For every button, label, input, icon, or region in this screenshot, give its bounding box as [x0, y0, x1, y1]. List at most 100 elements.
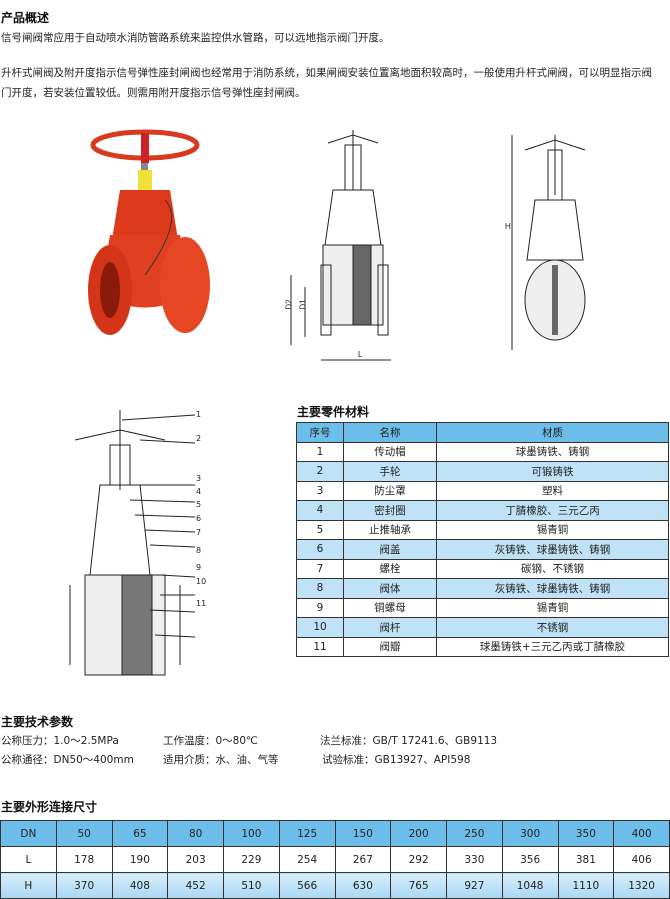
table-cell: 630	[334, 872, 392, 899]
label-h: H	[505, 222, 511, 231]
tech-param: 工作温度：0～80℃	[163, 735, 258, 747]
table-cell: 传动帽	[343, 441, 437, 462]
table-cell: 80	[167, 820, 224, 847]
table-cell: 5	[296, 519, 344, 540]
valve-section-drawing-front	[290, 130, 391, 361]
table-cell: 50	[55, 820, 113, 847]
table-cell: 阀盖	[343, 539, 437, 560]
table-cell: 566	[278, 872, 336, 899]
label-l: L	[358, 350, 363, 359]
table-cell: 球墨铸铁+三元乙丙或丁腈橡胶	[436, 636, 669, 657]
valve-exploded-drawing	[69, 410, 196, 676]
dims-title: 主要外形连接尺寸	[1, 800, 98, 814]
tech-param: 适用介质：水、油、气等	[163, 754, 279, 766]
overview-paragraph-1: 信号闸阀常应用于自动喷水消防管路系统来监控供水管路，可以远地指示阀门开度。	[1, 32, 390, 44]
table-cell: 碳钢、不锈钢	[436, 558, 669, 579]
table-cell: 密封圈	[343, 500, 437, 521]
table-cell: 1	[296, 441, 344, 462]
label-d2: D2	[284, 299, 294, 310]
table-cell: 阀杆	[343, 617, 437, 638]
table-cell: 406	[613, 846, 670, 873]
table-cell: 止推轴承	[343, 519, 437, 540]
table-header-row: 序号名称材质	[296, 422, 669, 443]
table-cell: 11	[296, 636, 344, 657]
table-cell: 150	[334, 820, 392, 847]
tech-param: 公称压力：1.0～2.5MPa	[1, 735, 119, 747]
valve-section-drawing-side	[511, 135, 586, 350]
table-cell: 100	[223, 820, 280, 847]
table-cell: DN	[0, 820, 57, 847]
table-cell: 350	[557, 820, 615, 847]
valve-photo	[88, 129, 210, 335]
table-cell: 927	[446, 872, 503, 899]
table-cell: 2	[296, 461, 344, 482]
table-cell: 203	[167, 846, 224, 873]
table-cell: 锡青铜	[436, 519, 669, 540]
tech-param: 试验标准：GB13927、API598	[322, 754, 471, 766]
table-cell: 408	[111, 872, 169, 899]
table-cell: 锡青铜	[436, 597, 669, 618]
table-cell: 125	[278, 820, 336, 847]
header-cell: 名称	[343, 422, 437, 443]
table-cell: 球墨铸铁、铸钢	[436, 441, 669, 462]
tech-param: 公称通径：DN50～400mm	[1, 754, 134, 766]
table-cell: 3	[296, 480, 344, 501]
parts-title: 主要零件材料	[297, 405, 370, 419]
table-cell: 300	[501, 820, 559, 847]
table-cell: 防尘罩	[343, 480, 437, 501]
table-cell: 452	[167, 872, 224, 899]
table-cell: 8	[296, 578, 344, 599]
table-cell: 1048	[501, 872, 559, 899]
table-cell: 9	[296, 597, 344, 618]
table-cell: 阀体	[343, 578, 437, 599]
table-cell: 765	[390, 872, 447, 899]
table-cell: L	[0, 846, 57, 873]
table-cell: 400	[613, 820, 670, 847]
overview-title: 产品概述	[1, 11, 50, 25]
table-cell: 4	[296, 500, 344, 521]
table-cell: 7	[296, 558, 344, 579]
table-cell: 10	[296, 617, 344, 638]
table-cell: 65	[111, 820, 169, 847]
table-cell: 6	[296, 539, 344, 560]
table-cell: 330	[446, 846, 503, 873]
table-cell: 丁腈橡胶、三元乙丙	[436, 500, 669, 521]
table-cell: H	[0, 872, 57, 899]
table-cell: 1320	[613, 872, 670, 899]
table-cell: 塑料	[436, 480, 669, 501]
overview-paragraph-2a: 升杆式闸阀及附开度指示信号弹性座封闸阀也经常用于消防系统，如果闸阀安装位置离地面…	[1, 67, 652, 79]
table-cell: 381	[557, 846, 615, 873]
table-cell: 不锈钢	[436, 617, 669, 638]
table-cell: 铜螺母	[343, 597, 437, 618]
table-cell: 250	[446, 820, 503, 847]
table-cell: 370	[55, 872, 113, 899]
table-cell: 可锻铸铁	[436, 461, 669, 482]
table-cell: 200	[390, 820, 447, 847]
table-cell: 190	[111, 846, 169, 873]
table-cell: 356	[501, 846, 559, 873]
header-cell: 序号	[296, 422, 344, 443]
table-cell: 254	[278, 846, 336, 873]
table-cell: 螺栓	[343, 558, 437, 579]
tech-param: 法兰标准：GB/T 17241.6、GB9113	[320, 735, 498, 747]
table-cell: 229	[223, 846, 280, 873]
label-d1: D1	[298, 299, 308, 310]
table-cell: 灰铸铁、球墨铸铁、铸钢	[436, 539, 669, 560]
table-cell: 阀瓣	[343, 636, 437, 657]
